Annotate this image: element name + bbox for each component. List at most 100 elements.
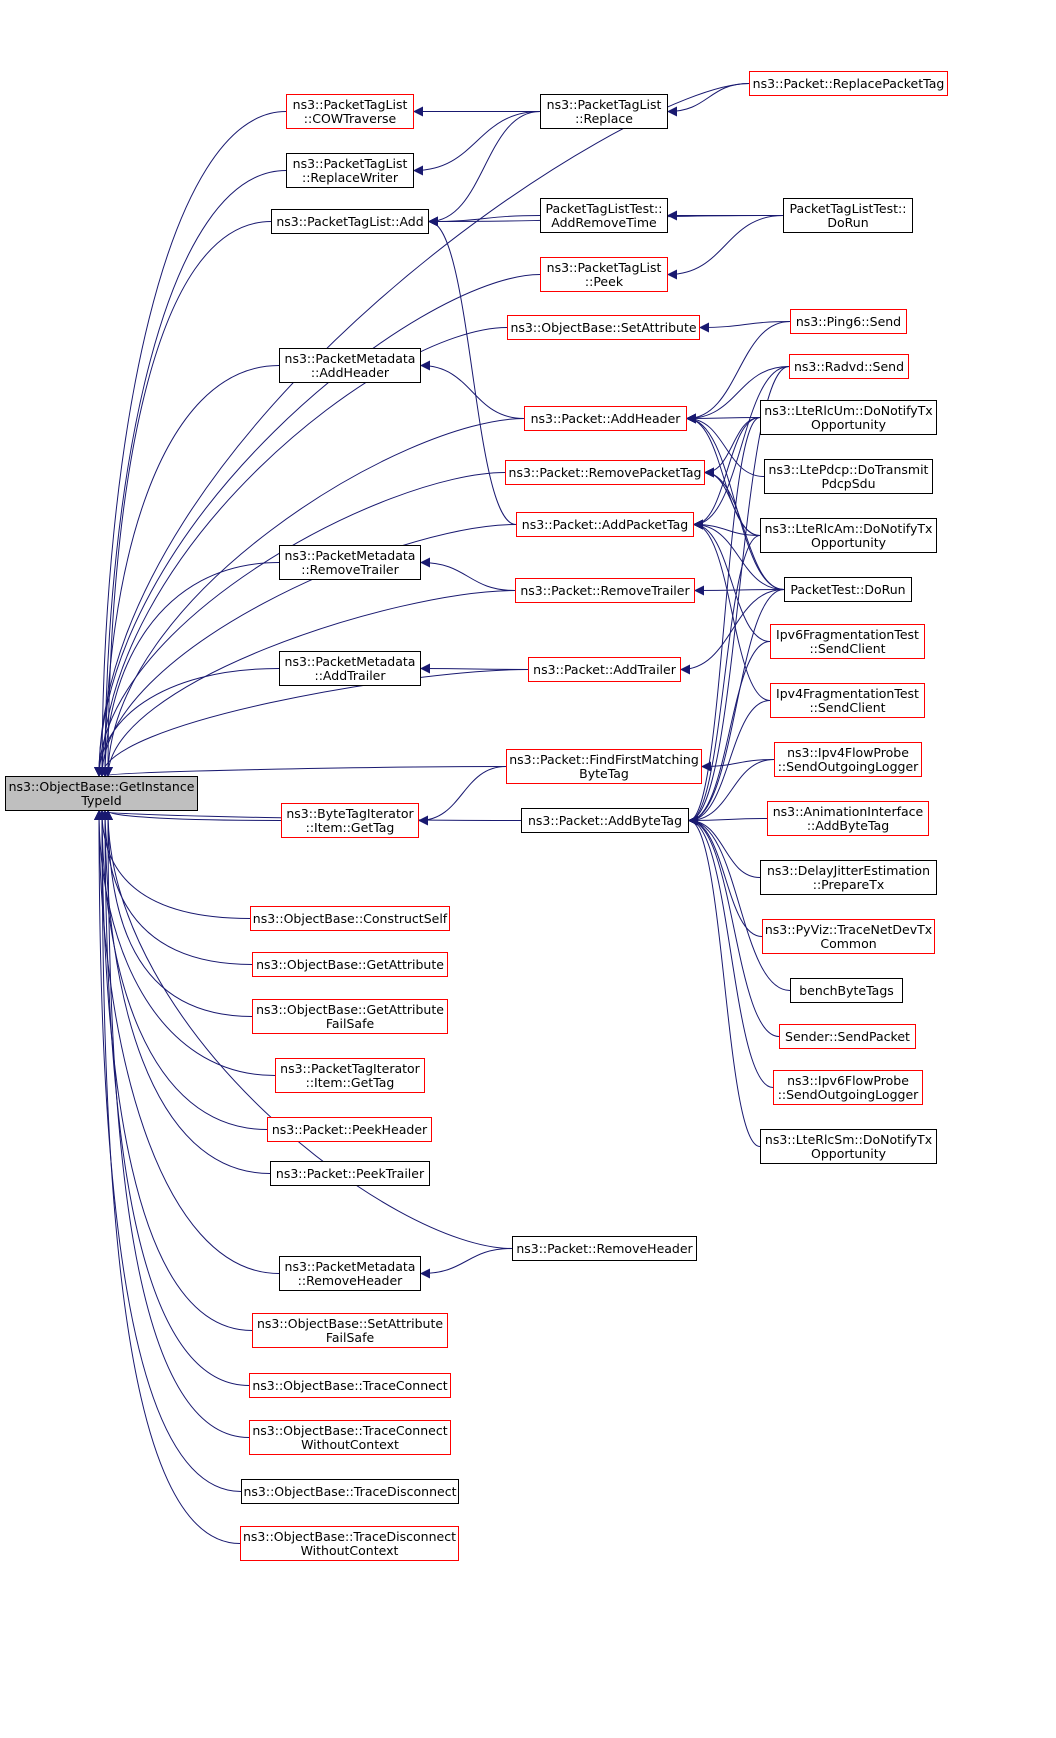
call-edge <box>428 111 541 227</box>
call-edge <box>97 810 253 1331</box>
node-packettaglist-cowtraverse[interactable]: ns3::PacketTagList::COWTraverse <box>286 94 414 129</box>
node-animationinterface-addbytetag[interactable]: ns3::AnimationInterface::AddByteTag <box>767 801 929 836</box>
call-edge <box>97 810 268 1130</box>
call-edge <box>688 815 780 1037</box>
call-edge <box>693 417 761 530</box>
call-edge <box>693 519 785 590</box>
call-edge <box>103 810 513 1249</box>
call-edge <box>688 366 790 826</box>
node-packet-removepackettag[interactable]: ns3::Packet::RemovePacketTag <box>505 460 705 485</box>
node-delayjitterestimation-preparetx[interactable]: ns3::DelayJitterEstimation::PrepareTx <box>760 860 937 895</box>
node-objectbase-constructself[interactable]: ns3::ObjectBase::ConstructSelf <box>250 906 450 931</box>
call-edge <box>420 1248 513 1279</box>
call-edge <box>688 700 771 826</box>
node-packettaglist-peek[interactable]: ns3::PacketTagList::Peek <box>540 257 668 292</box>
node-ping6-send[interactable]: ns3::Ping6::Send <box>790 309 907 334</box>
call-edge <box>688 815 768 826</box>
node-packet-removetrailer[interactable]: ns3::Packet::RemoveTrailer <box>515 578 695 603</box>
call-edge <box>693 366 790 530</box>
node-packet-removeheader[interactable]: ns3::Packet::RemoveHeader <box>512 1236 697 1261</box>
node-objectbase-setattribute[interactable]: ns3::ObjectBase::SetAttribute <box>507 315 700 340</box>
call-edge <box>667 215 784 280</box>
call-edge <box>699 321 791 333</box>
call-edge <box>688 815 761 878</box>
call-edge <box>94 83 750 777</box>
call-edge <box>693 519 771 701</box>
call-edge <box>103 221 272 777</box>
node-packet-replacepackettag[interactable]: ns3::Packet::ReplacePacketTag <box>749 71 948 96</box>
call-edge <box>686 366 790 424</box>
call-edge <box>413 111 541 176</box>
node-packetmetadata-addheader[interactable]: ns3::PacketMetadata::AddHeader <box>279 348 421 383</box>
node-sender-sendpacket[interactable]: Sender::SendPacket <box>779 1024 916 1049</box>
call-edge <box>97 111 287 777</box>
call-edge <box>420 557 516 591</box>
call-edge <box>688 417 761 826</box>
node-packettaglist-add[interactable]: ns3::PacketTagList::Add <box>271 209 429 234</box>
call-edge <box>693 519 771 642</box>
node-ipv6flowprobe-sendoutgoinglogger[interactable]: ns3::Ipv6FlowProbe::SendOutgoingLogger <box>773 1070 923 1105</box>
call-edge <box>97 524 517 777</box>
node-packettaglist-replacewriter[interactable]: ns3::PacketTagList::ReplaceWriter <box>286 153 414 188</box>
call-edge <box>103 810 253 1017</box>
node-packet-addpackettag[interactable]: ns3::Packet::AddPacketTag <box>516 512 694 537</box>
node-packet-peekheader[interactable]: ns3::Packet::PeekHeader <box>267 1117 432 1142</box>
call-edge <box>97 810 241 1544</box>
call-edge <box>704 467 785 590</box>
node-radvd-send[interactable]: ns3::Radvd::Send <box>789 354 909 379</box>
call-edge <box>94 810 276 1076</box>
call-edge <box>94 810 522 821</box>
node-packetmetadata-addtrailer[interactable]: ns3::PacketMetadata::AddTrailer <box>279 651 421 686</box>
node-benchbytetags[interactable]: benchByteTags <box>790 978 903 1003</box>
call-edge <box>688 815 791 991</box>
call-edge <box>686 321 791 424</box>
node-packettagiterator-item-gettag[interactable]: ns3::PacketTagIterator::Item::GetTag <box>275 1058 425 1093</box>
node-objectbase-getattribute[interactable]: ns3::ObjectBase::GetAttribute <box>252 952 448 977</box>
node-packet-peektrailer[interactable]: ns3::Packet::PeekTrailer <box>270 1161 430 1186</box>
call-edge <box>686 413 765 477</box>
call-edge <box>100 562 280 777</box>
call-edge <box>688 759 775 826</box>
node-packet-addbytetag[interactable]: ns3::Packet::AddByteTag <box>521 808 689 833</box>
call-edge <box>688 815 761 1147</box>
node-packetmetadata-removeheader[interactable]: ns3::PacketMetadata::RemoveHeader <box>279 1256 421 1291</box>
call-edge <box>103 810 250 1438</box>
node-packettest-dorun[interactable]: PacketTest::DoRun <box>784 577 912 602</box>
call-edge <box>100 810 271 1174</box>
call-edge <box>94 668 280 777</box>
node-bytetagiterator-item-gettag[interactable]: ns3::ByteTagIterator::Item::GetTag <box>281 803 419 838</box>
node-packetmetadata-removetrailer[interactable]: ns3::PacketMetadata::RemoveTrailer <box>279 545 421 580</box>
call-edge <box>688 815 774 1088</box>
call-edge <box>680 589 785 675</box>
call-edge <box>103 590 516 777</box>
node-objectbase-traceconnect[interactable]: ns3::ObjectBase::TraceConnect <box>249 1373 451 1398</box>
node-packet-addtrailer[interactable]: ns3::Packet::AddTrailer <box>528 657 681 682</box>
call-edge <box>701 759 775 772</box>
node-ipv4fragmentationtest-sendclient[interactable]: Ipv4FragmentationTest::SendClient <box>770 683 925 718</box>
call-edge <box>100 170 287 777</box>
call-edge <box>420 663 529 674</box>
call-edge <box>428 215 541 227</box>
node-packet-addheader[interactable]: ns3::Packet::AddHeader <box>524 406 687 431</box>
call-edge <box>94 472 506 777</box>
node-packettaglisttest-dorun[interactable]: PacketTagListTest::DoRun <box>783 198 913 233</box>
call-edge <box>688 641 771 826</box>
call-edge <box>103 418 525 777</box>
node-ipv6fragmentationtest-sendclient[interactable]: Ipv6FragmentationTest::SendClient <box>770 624 925 659</box>
node-objectbase-tracedisconnect[interactable]: ns3::ObjectBase::TraceDisconnect <box>241 1479 459 1504</box>
node-ipv4flowprobe-sendoutgoinglogger[interactable]: ns3::Ipv4FlowProbe::SendOutgoingLogger <box>774 742 922 777</box>
call-edge <box>420 360 525 419</box>
node-packettaglist-replace[interactable]: ns3::PacketTagList::Replace <box>540 94 668 129</box>
node-packettaglisttest-addremovetime[interactable]: PacketTagListTest::AddRemoveTime <box>540 198 668 233</box>
